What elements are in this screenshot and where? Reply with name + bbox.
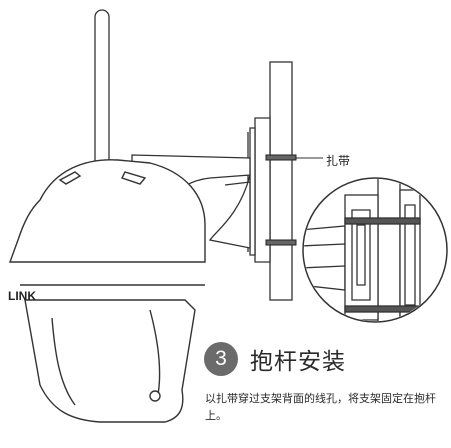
step-description: 以扎带穿过支架背面的线孔，将支架固定在抱杆上。 <box>205 392 436 422</box>
detail-magnifier <box>302 177 448 323</box>
camera-dome <box>24 299 196 423</box>
step-number-badge: 3 <box>204 342 238 376</box>
pole <box>269 61 293 301</box>
zip-tie-label: 扎带 <box>326 154 351 168</box>
brand-logo: LINK <box>8 289 36 303</box>
step-header: 3 抱杆安装 <box>204 342 346 376</box>
step-title: 抱杆安装 <box>250 349 346 375</box>
camera-housing <box>9 159 206 286</box>
